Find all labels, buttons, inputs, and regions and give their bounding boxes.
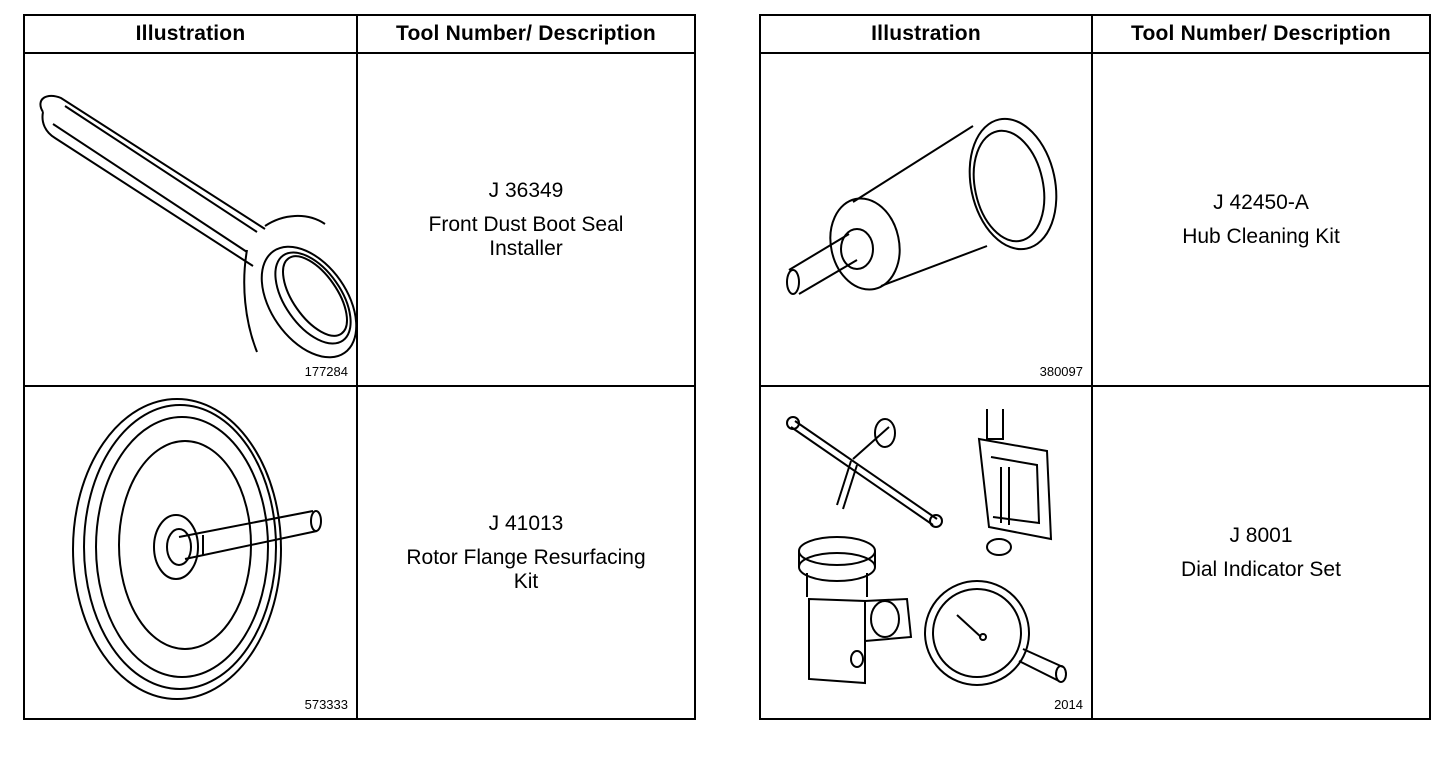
table-row: 380097 J 42450-A Hub Cleaning Kit <box>759 52 1431 387</box>
tool-number: J 36349 <box>488 178 564 202</box>
illustration-cell: 380097 <box>759 52 1093 387</box>
hub-cleaning-tool-icon <box>786 117 1058 295</box>
description-cell: J 42450-A Hub Cleaning Kit <box>1091 52 1431 387</box>
dial-indicator-set-icon <box>786 409 1067 686</box>
tool-number: J 8001 <box>1229 523 1293 547</box>
tool-description: Hub Cleaning Kit <box>1182 224 1340 248</box>
tool-description: Dial Indicator Set <box>1181 557 1341 581</box>
description-cell: J 41013 Rotor Flange Resurfacing Kit <box>356 385 696 720</box>
figure-number: 380097 <box>1039 364 1083 379</box>
illustration-cell: 573333 <box>23 385 358 720</box>
figure-number: 177284 <box>304 364 348 379</box>
tool-number: J 41013 <box>488 511 564 535</box>
tool-table-right: Illustration Tool Number/ Description 38… <box>759 14 1431 720</box>
tool-table-left: Illustration Tool Number/ Description 17… <box>23 14 696 720</box>
tool-description: Rotor Flange Resurfacing Kit <box>406 545 646 593</box>
figure-number: 2014 <box>1054 697 1083 712</box>
header-tool-description: Tool Number/ Description <box>356 14 696 54</box>
figure-number: 573333 <box>304 697 348 712</box>
rotor-flange-tool-icon <box>72 398 322 700</box>
table-header-row: Illustration Tool Number/ Description <box>23 14 696 54</box>
illustration-cell: 2014 <box>759 385 1093 720</box>
seal-installer-icon <box>39 94 358 359</box>
header-illustration: Illustration <box>759 14 1093 54</box>
tool-number: J 42450-A <box>1213 190 1309 214</box>
table-row: 177284 J 36349 Front Dust Boot Seal Inst… <box>23 52 696 387</box>
table-header-row: Illustration Tool Number/ Description <box>759 14 1431 54</box>
illustration-cell: 177284 <box>23 52 358 387</box>
table-row: 2014 J 8001 Dial Indicator Set <box>759 385 1431 720</box>
header-illustration: Illustration <box>23 14 358 54</box>
tool-description: Front Dust Boot Seal Installer <box>428 212 624 260</box>
description-cell: J 36349 Front Dust Boot Seal Installer <box>356 52 696 387</box>
table-row: 573333 J 41013 Rotor Flange Resurfacing … <box>23 385 696 720</box>
description-cell: J 8001 Dial Indicator Set <box>1091 385 1431 720</box>
header-tool-description: Tool Number/ Description <box>1091 14 1431 54</box>
